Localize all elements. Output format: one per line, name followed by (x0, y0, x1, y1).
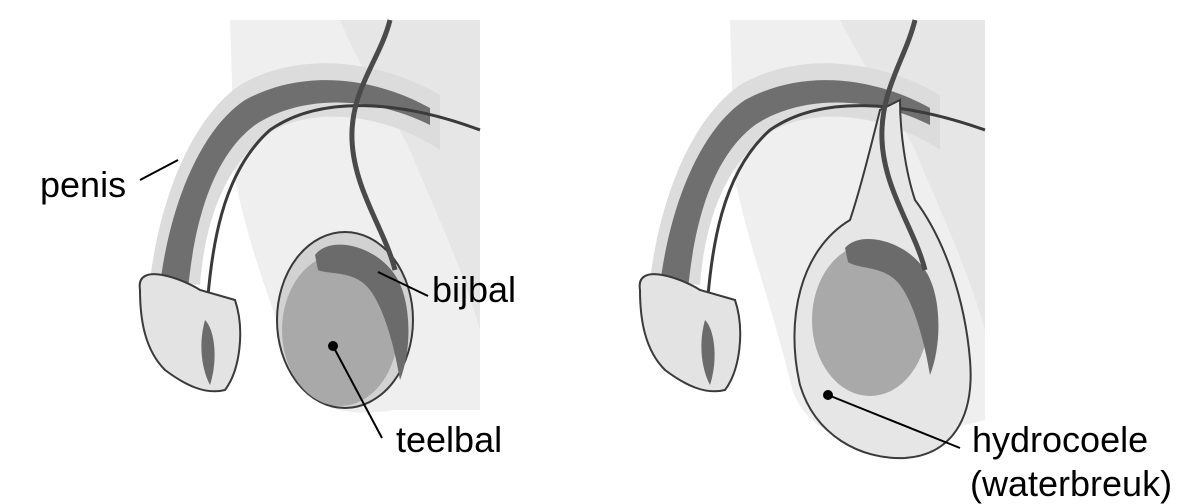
glans-right (640, 274, 741, 391)
label-bijbal: bijbal (432, 269, 516, 310)
label-hydrocoele: hydrocoele (972, 419, 1148, 460)
label-penis: penis (40, 164, 126, 205)
panel-normal: penis bijbal teelbal (40, 20, 516, 460)
penis-leader (140, 160, 178, 180)
label-waterbreuk: (waterbreuk) (970, 463, 1172, 504)
glans-left (140, 274, 241, 391)
label-teelbal: teelbal (396, 419, 502, 460)
panel-hydrocele: hydrocoele (waterbreuk) (640, 20, 1172, 504)
